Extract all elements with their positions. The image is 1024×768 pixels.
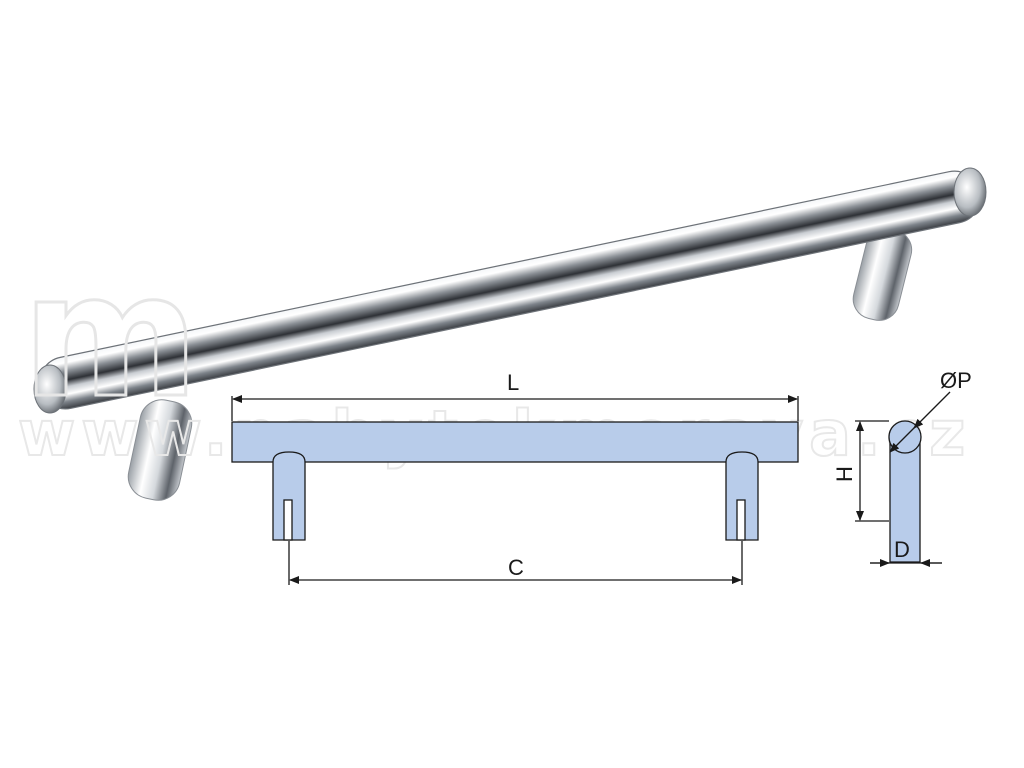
chrome-leg-left — [127, 399, 193, 501]
chrome-bar-end-right — [953, 167, 987, 217]
front-view-drawing — [231, 395, 799, 585]
front-view-leg-right — [725, 451, 759, 541]
chrome-bar-end-left — [33, 364, 67, 414]
dim-label-p: ØP — [940, 368, 972, 393]
front-view-slot-left — [283, 499, 293, 541]
front-view-slot-right — [736, 499, 746, 541]
dim-label-l: L — [507, 370, 519, 395]
chrome-handle-photo — [33, 167, 987, 501]
dim-p-arrow-tip — [913, 418, 924, 429]
side-view-leg — [889, 437, 921, 563]
dim-label-d: D — [894, 537, 910, 562]
side-view-drawing — [855, 391, 951, 567]
front-view-bar — [231, 421, 799, 463]
watermark-logo: m — [22, 238, 199, 436]
front-view-leg-left — [272, 451, 306, 541]
dim-label-h: H — [832, 466, 857, 482]
dim-label-c: C — [508, 555, 524, 580]
